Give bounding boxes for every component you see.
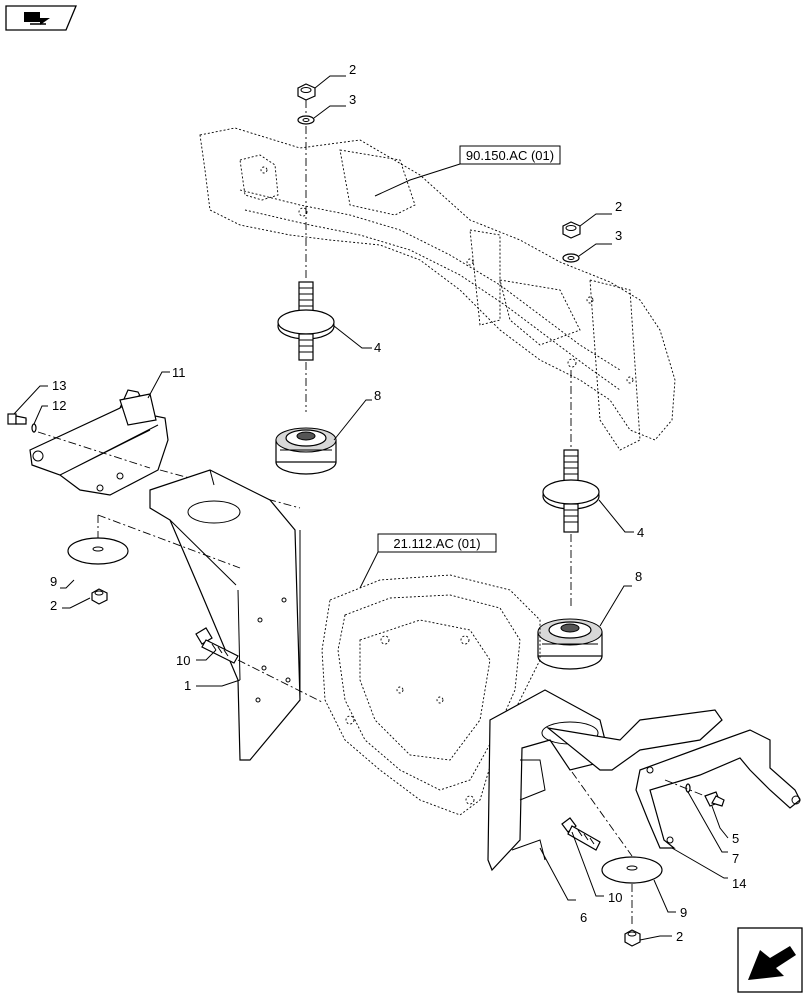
- callout-washer-right-bracket: 7: [732, 851, 739, 866]
- upper-left-washer: [297, 115, 315, 125]
- right-lower-bracket: [635, 729, 801, 849]
- right-lower-washer: [601, 856, 663, 884]
- callout-washer-upper-right: 3: [615, 228, 622, 243]
- right-lower-nut: [624, 929, 641, 947]
- callout-support-plate-left: 1: [184, 678, 191, 693]
- callout-isolator-left: 8: [374, 388, 381, 403]
- left-rubber-isolator: [275, 427, 337, 475]
- left-mounting-bolt: [195, 627, 239, 664]
- callout-nut-upper-left: 2: [349, 62, 356, 77]
- upper-right-washer: [562, 253, 580, 263]
- transmission-reference-label: 21.112.AC (01): [393, 536, 480, 551]
- callout-bolt-right: 10: [608, 890, 622, 905]
- callout-isolator-right: 8: [635, 569, 642, 584]
- callout-nut-lower-left: 2: [50, 598, 57, 613]
- left-stud-mount: [277, 281, 335, 361]
- left-bracket-bolt: [7, 413, 28, 425]
- left-upper-bracket: [29, 389, 169, 496]
- transmission-housing-outline: [321, 574, 541, 816]
- right-mounting-bolt: [561, 817, 601, 851]
- left-lower-nut: [91, 588, 108, 605]
- frame-reference-callout[interactable]: 90.150.AC (01): [374, 145, 561, 197]
- callout-bracket-left: 11: [172, 365, 186, 380]
- callout-washer-upper-left: 3: [349, 92, 356, 107]
- callout-nut-lower-right: 2: [676, 929, 683, 944]
- callout-washer-small: 12: [52, 398, 66, 413]
- transmission-reference-callout[interactable]: 21.112.AC (01): [359, 533, 497, 589]
- right-bracket-washer: [685, 783, 691, 793]
- callout-bolt-left: 10: [176, 653, 190, 668]
- callout-bolt-right-bracket: 5: [732, 831, 739, 846]
- frame-reference-label: 90.150.AC (01): [466, 148, 554, 163]
- left-lower-washer: [67, 537, 129, 565]
- right-bracket-bolt: [704, 791, 725, 807]
- front-frame-outline: [199, 127, 676, 451]
- callout-support-plate-right: 6: [580, 910, 587, 925]
- left-support-plate: [149, 469, 301, 761]
- next-page-arrow-icon[interactable]: [737, 927, 803, 993]
- callout-washer-lower-right: 9: [680, 905, 687, 920]
- callout-stud-mount-left: 4: [374, 340, 381, 355]
- callout-bolt-small: 13: [52, 378, 66, 393]
- callout-bracket-right: 14: [732, 876, 746, 891]
- callout-stud-mount-right: 4: [637, 525, 644, 540]
- upper-left-nut: [297, 83, 316, 101]
- right-rubber-isolator: [537, 618, 603, 670]
- callout-washer-lower-left: 9: [50, 574, 57, 589]
- callout-nut-upper-right: 2: [615, 199, 622, 214]
- upper-right-nut: [562, 221, 581, 239]
- left-bracket-washer: [31, 423, 37, 433]
- right-support-plate: [487, 689, 723, 872]
- book-navigation-icon[interactable]: [5, 5, 77, 31]
- right-stud-mount: [542, 449, 600, 533]
